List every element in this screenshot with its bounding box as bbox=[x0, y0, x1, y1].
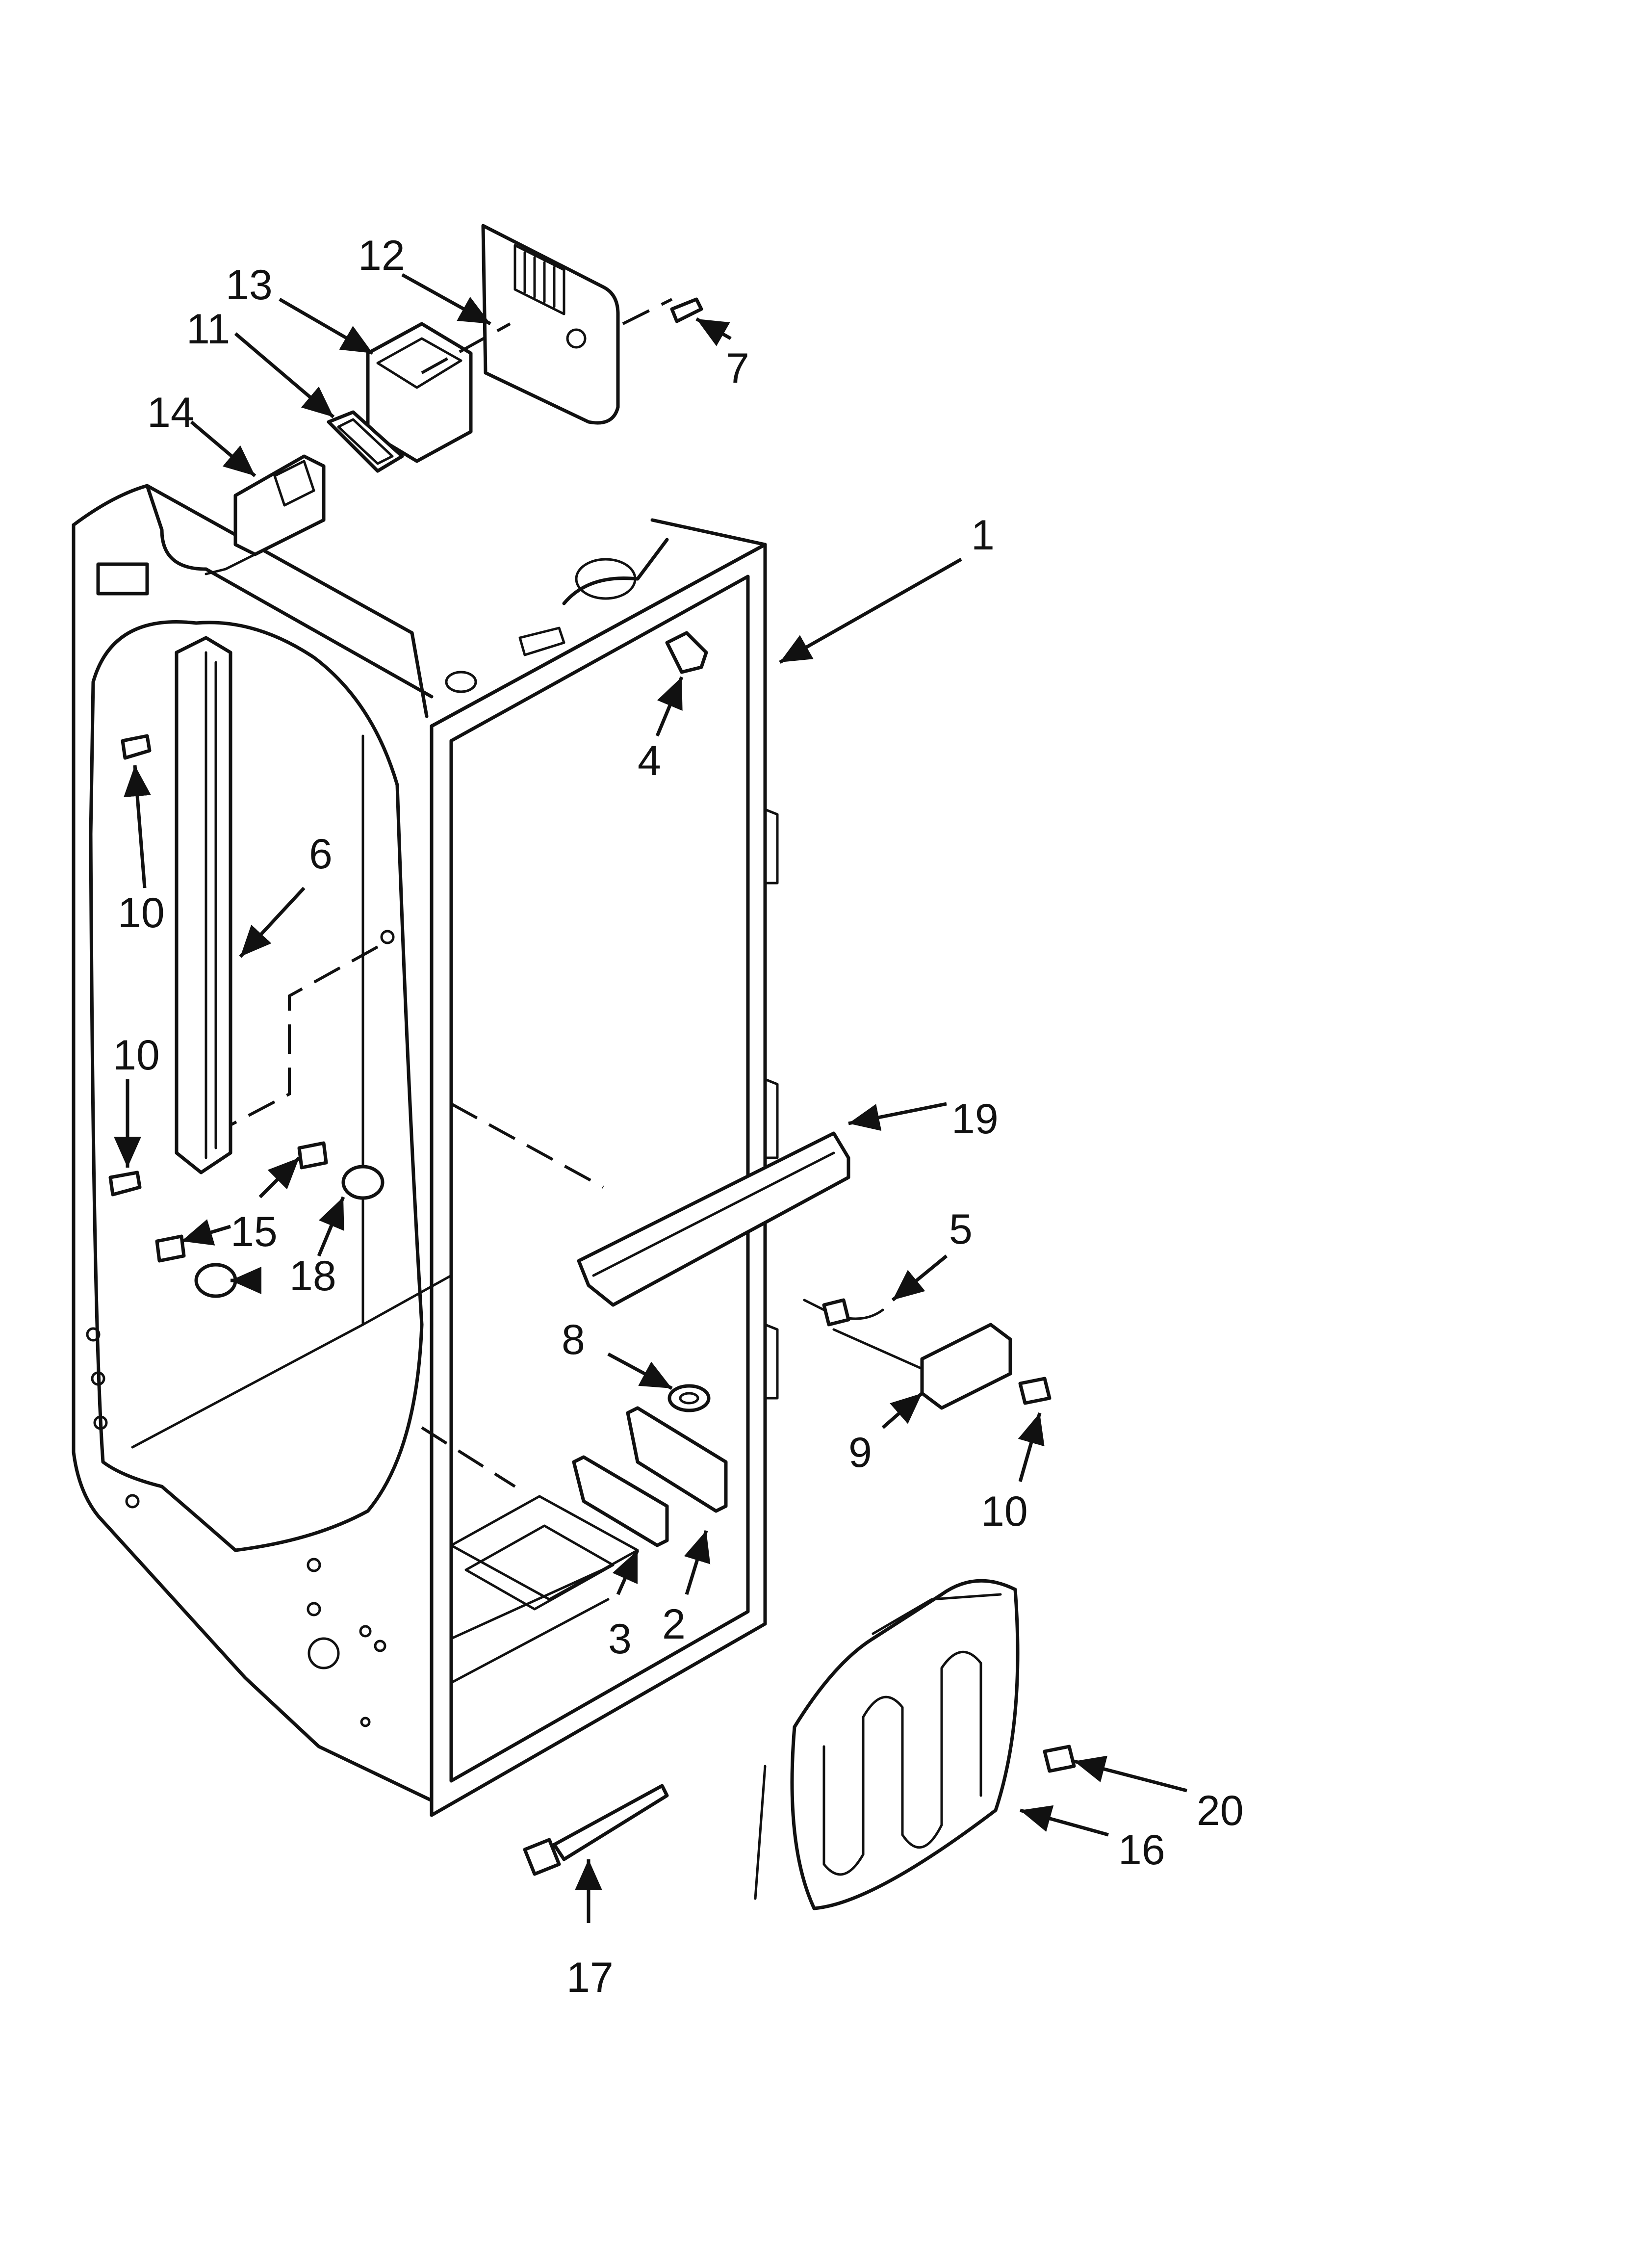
callout-8: 8 bbox=[562, 1316, 585, 1363]
callout-10-mid: 10 bbox=[113, 1032, 160, 1079]
screw-10-mid bbox=[108, 1171, 142, 1197]
callout-6: 6 bbox=[309, 831, 333, 878]
callout-labels: 1 2 3 4 5 6 7 8 9 10 10 10 11 12 13 14 1… bbox=[113, 232, 1244, 2001]
callout-5: 5 bbox=[949, 1206, 973, 1253]
light-socket-upper bbox=[297, 1141, 328, 1170]
light-socket-lower bbox=[155, 1234, 186, 1263]
wire-tie bbox=[523, 1784, 669, 1876]
light-bulb-lower bbox=[194, 1263, 237, 1298]
light-bulb-upper bbox=[341, 1165, 385, 1200]
callout-10-top: 10 bbox=[118, 889, 165, 937]
callout-18: 18 bbox=[289, 1252, 336, 1300]
callout-7: 7 bbox=[726, 345, 749, 392]
evaporator-coil bbox=[754, 1579, 1020, 1910]
callout-9: 9 bbox=[848, 1429, 872, 1476]
bracket-2 bbox=[626, 1406, 728, 1513]
screw-20 bbox=[1043, 1745, 1076, 1773]
callout-14: 14 bbox=[147, 389, 194, 436]
screw-7 bbox=[670, 297, 703, 323]
leader-lines bbox=[114, 273, 1187, 1923]
callout-16: 16 bbox=[1118, 1826, 1165, 1874]
bracket-3 bbox=[572, 1455, 669, 1547]
callout-1: 1 bbox=[971, 512, 995, 559]
crossbar bbox=[577, 1131, 850, 1307]
cabinet-liner bbox=[72, 484, 779, 1817]
callout-12: 12 bbox=[358, 232, 405, 279]
callout-17: 17 bbox=[566, 1954, 614, 2001]
callout-11: 11 bbox=[186, 306, 230, 353]
callout-2: 2 bbox=[662, 1601, 686, 1648]
callout-19: 19 bbox=[951, 1095, 999, 1143]
gasket bbox=[327, 410, 404, 473]
control-box bbox=[920, 1323, 1012, 1410]
screw-10-right bbox=[1018, 1377, 1052, 1405]
callout-20: 20 bbox=[1197, 1787, 1244, 1834]
switch-assembly bbox=[205, 454, 326, 575]
clip-4 bbox=[665, 631, 708, 674]
callout-13: 13 bbox=[226, 261, 273, 309]
wire-harness bbox=[803, 1298, 924, 1370]
callout-10-right: 10 bbox=[981, 1488, 1028, 1535]
callout-3: 3 bbox=[608, 1616, 632, 1663]
control-housing bbox=[481, 224, 673, 425]
callout-15: 15 bbox=[231, 1208, 278, 1255]
callout-4: 4 bbox=[638, 737, 661, 784]
screw-10-top bbox=[121, 734, 152, 760]
shelf-rail bbox=[175, 636, 232, 1174]
grommet bbox=[667, 1384, 711, 1412]
